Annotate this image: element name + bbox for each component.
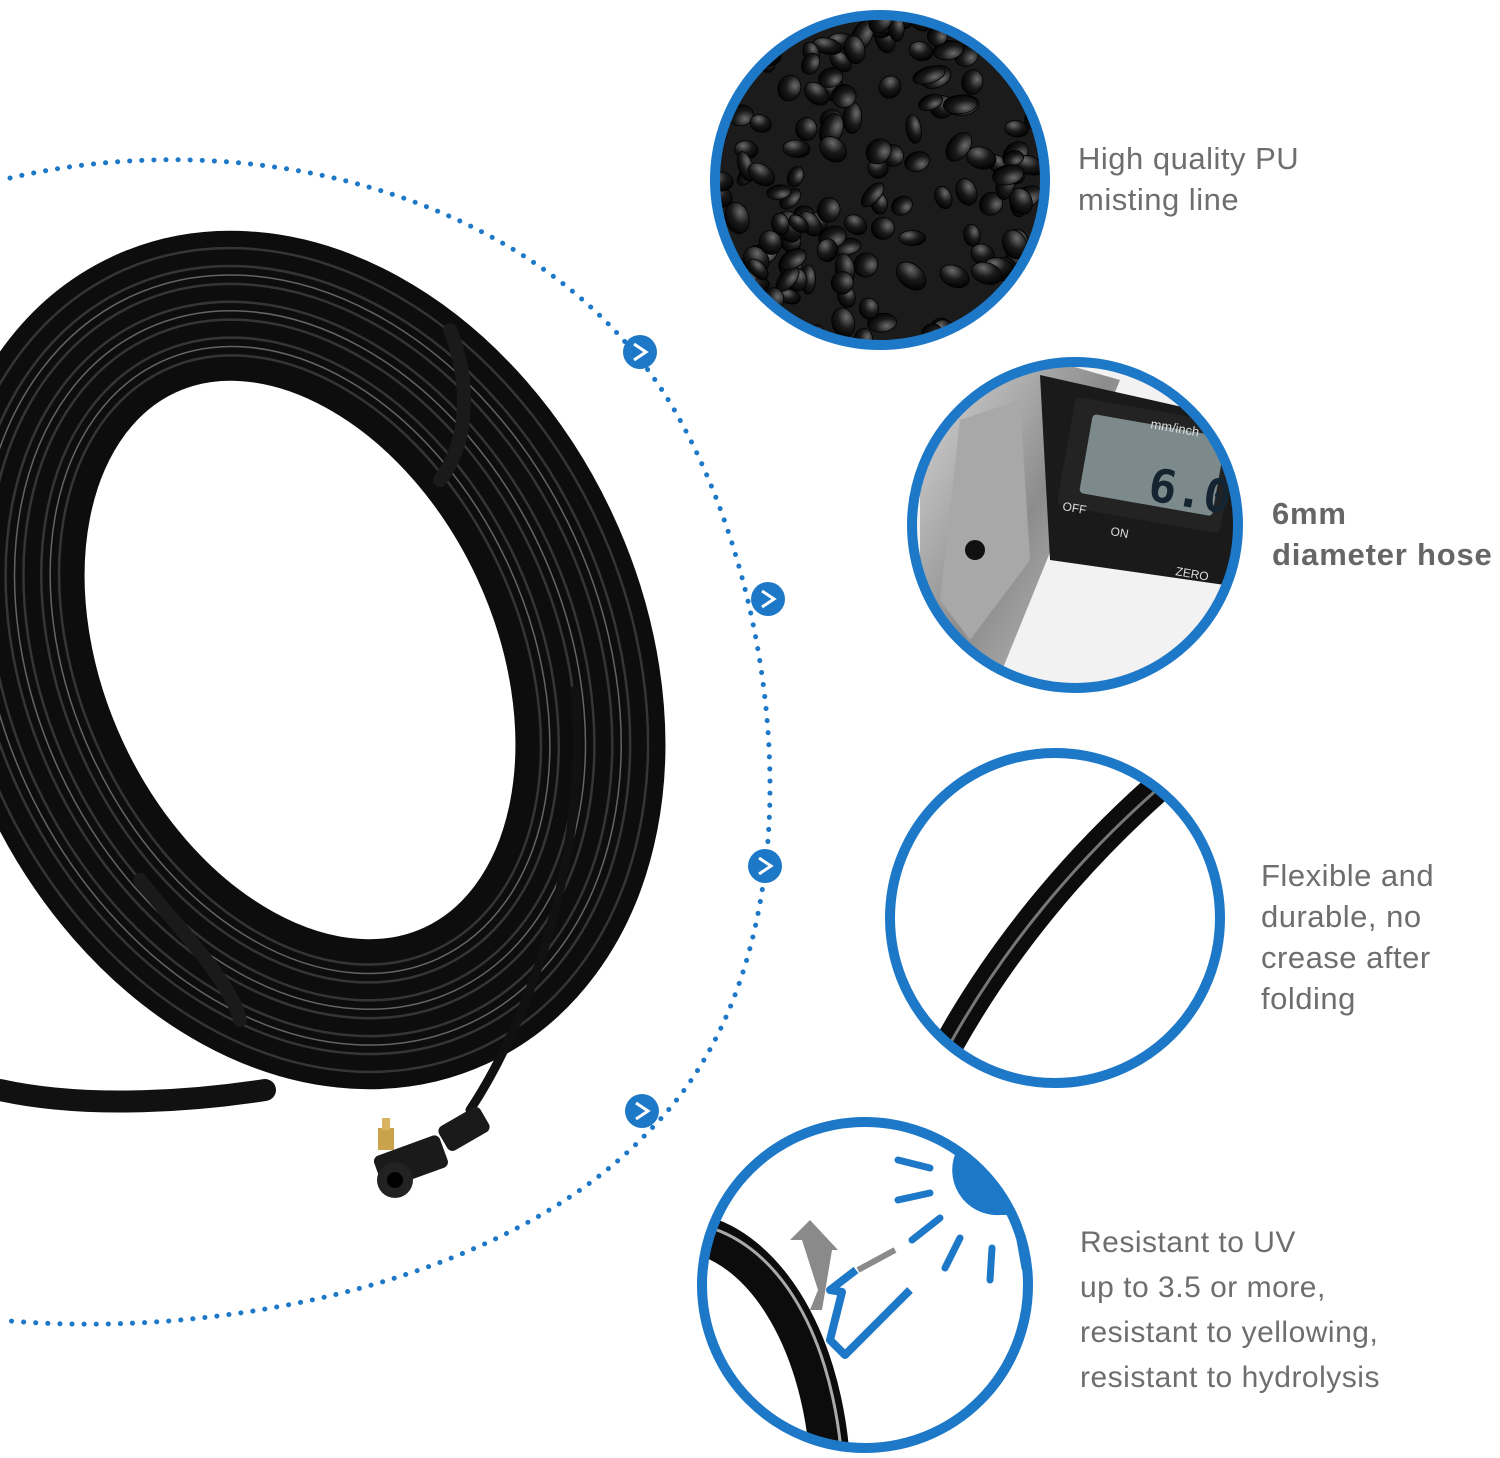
pellet [715, 43, 727, 67]
pellet [1031, 314, 1045, 345]
pellet [898, 230, 927, 246]
pellet [816, 197, 841, 223]
pellet [970, 261, 1003, 285]
pellet [782, 139, 811, 158]
pellet [1038, 90, 1045, 113]
pellet [888, 15, 905, 42]
pellet [749, 114, 772, 133]
pellet [729, 15, 753, 40]
pellet [843, 35, 866, 65]
pellets-photo [710, 3, 1064, 350]
chevron-right-icon [748, 849, 782, 883]
pellet [731, 45, 754, 68]
pellet [819, 136, 847, 163]
pellet [955, 178, 978, 206]
pellet [905, 114, 922, 144]
pellet [895, 261, 927, 291]
pellet [858, 297, 879, 320]
pellet [871, 216, 895, 240]
pellet [912, 65, 946, 85]
pellet [749, 334, 772, 345]
pellet [745, 15, 761, 32]
caliper-on-label: ON [1109, 524, 1129, 541]
pellet [961, 69, 984, 95]
pellet [934, 185, 953, 210]
pellet [939, 264, 970, 289]
pellet [779, 248, 807, 271]
pellet [786, 166, 805, 188]
pellet [1024, 276, 1045, 298]
pellet [788, 214, 809, 233]
pellet [1017, 56, 1038, 80]
pellet [831, 84, 857, 109]
pellet [1010, 39, 1042, 62]
feature-text-uv: Resistant to UV up to 3.5 or more, resis… [1080, 1226, 1380, 1394]
pellet [1004, 120, 1029, 138]
pellet [818, 67, 844, 88]
tee-fitting [373, 1107, 490, 1198]
pellet [758, 230, 783, 255]
pellet [918, 93, 943, 112]
chevron-right-icon [623, 335, 657, 369]
pellet [1009, 187, 1033, 215]
pellet [816, 238, 838, 262]
pellet [904, 151, 930, 172]
chevron-right-icon [625, 1094, 659, 1128]
caliper-photo: 6.00 mm/inch OFF ON ZERO [907, 357, 1243, 693]
pellet [747, 258, 769, 281]
caliper-zero-label: ZERO [1174, 564, 1209, 584]
pellet [766, 184, 792, 200]
pellet [1044, 3, 1064, 26]
pellet [891, 195, 913, 216]
pellet [865, 138, 892, 165]
pellet [963, 223, 981, 247]
pellet [771, 212, 790, 236]
pellet [945, 132, 973, 162]
pellet [992, 164, 1024, 186]
pellet [801, 52, 821, 75]
pellet [724, 202, 750, 234]
pellet [1023, 31, 1045, 50]
pellet [853, 252, 879, 278]
hose-coil [0, 230, 666, 1115]
dotted-arc-outer [0, 157, 773, 1327]
pellet [795, 117, 818, 141]
pellet [1031, 15, 1045, 25]
pellet [830, 271, 854, 295]
pellet [844, 214, 868, 236]
caliper-off-label: OFF [1061, 499, 1087, 517]
feature-text-diameter: 6mm diameter hose [1272, 496, 1493, 572]
pellet [726, 24, 751, 43]
bent-hose-photo [885, 748, 1225, 1088]
feature-text-flexible: Flexible and durable, no crease after fo… [1261, 858, 1435, 1016]
pellet [777, 74, 802, 102]
pellet [1016, 15, 1045, 36]
pellet [1031, 271, 1045, 301]
pellet [971, 340, 992, 345]
pellet [747, 162, 775, 187]
feature-text-material: High quality PU misting line [1078, 141, 1300, 217]
pellet [860, 182, 885, 208]
pellet [758, 15, 776, 25]
pellet [878, 75, 902, 99]
pellet [868, 15, 893, 34]
pellet [942, 94, 978, 115]
chevron-right-icon [751, 582, 785, 616]
pellet [1036, 15, 1045, 23]
pellet [908, 41, 933, 62]
uv-sun-icon [697, 1117, 1033, 1453]
